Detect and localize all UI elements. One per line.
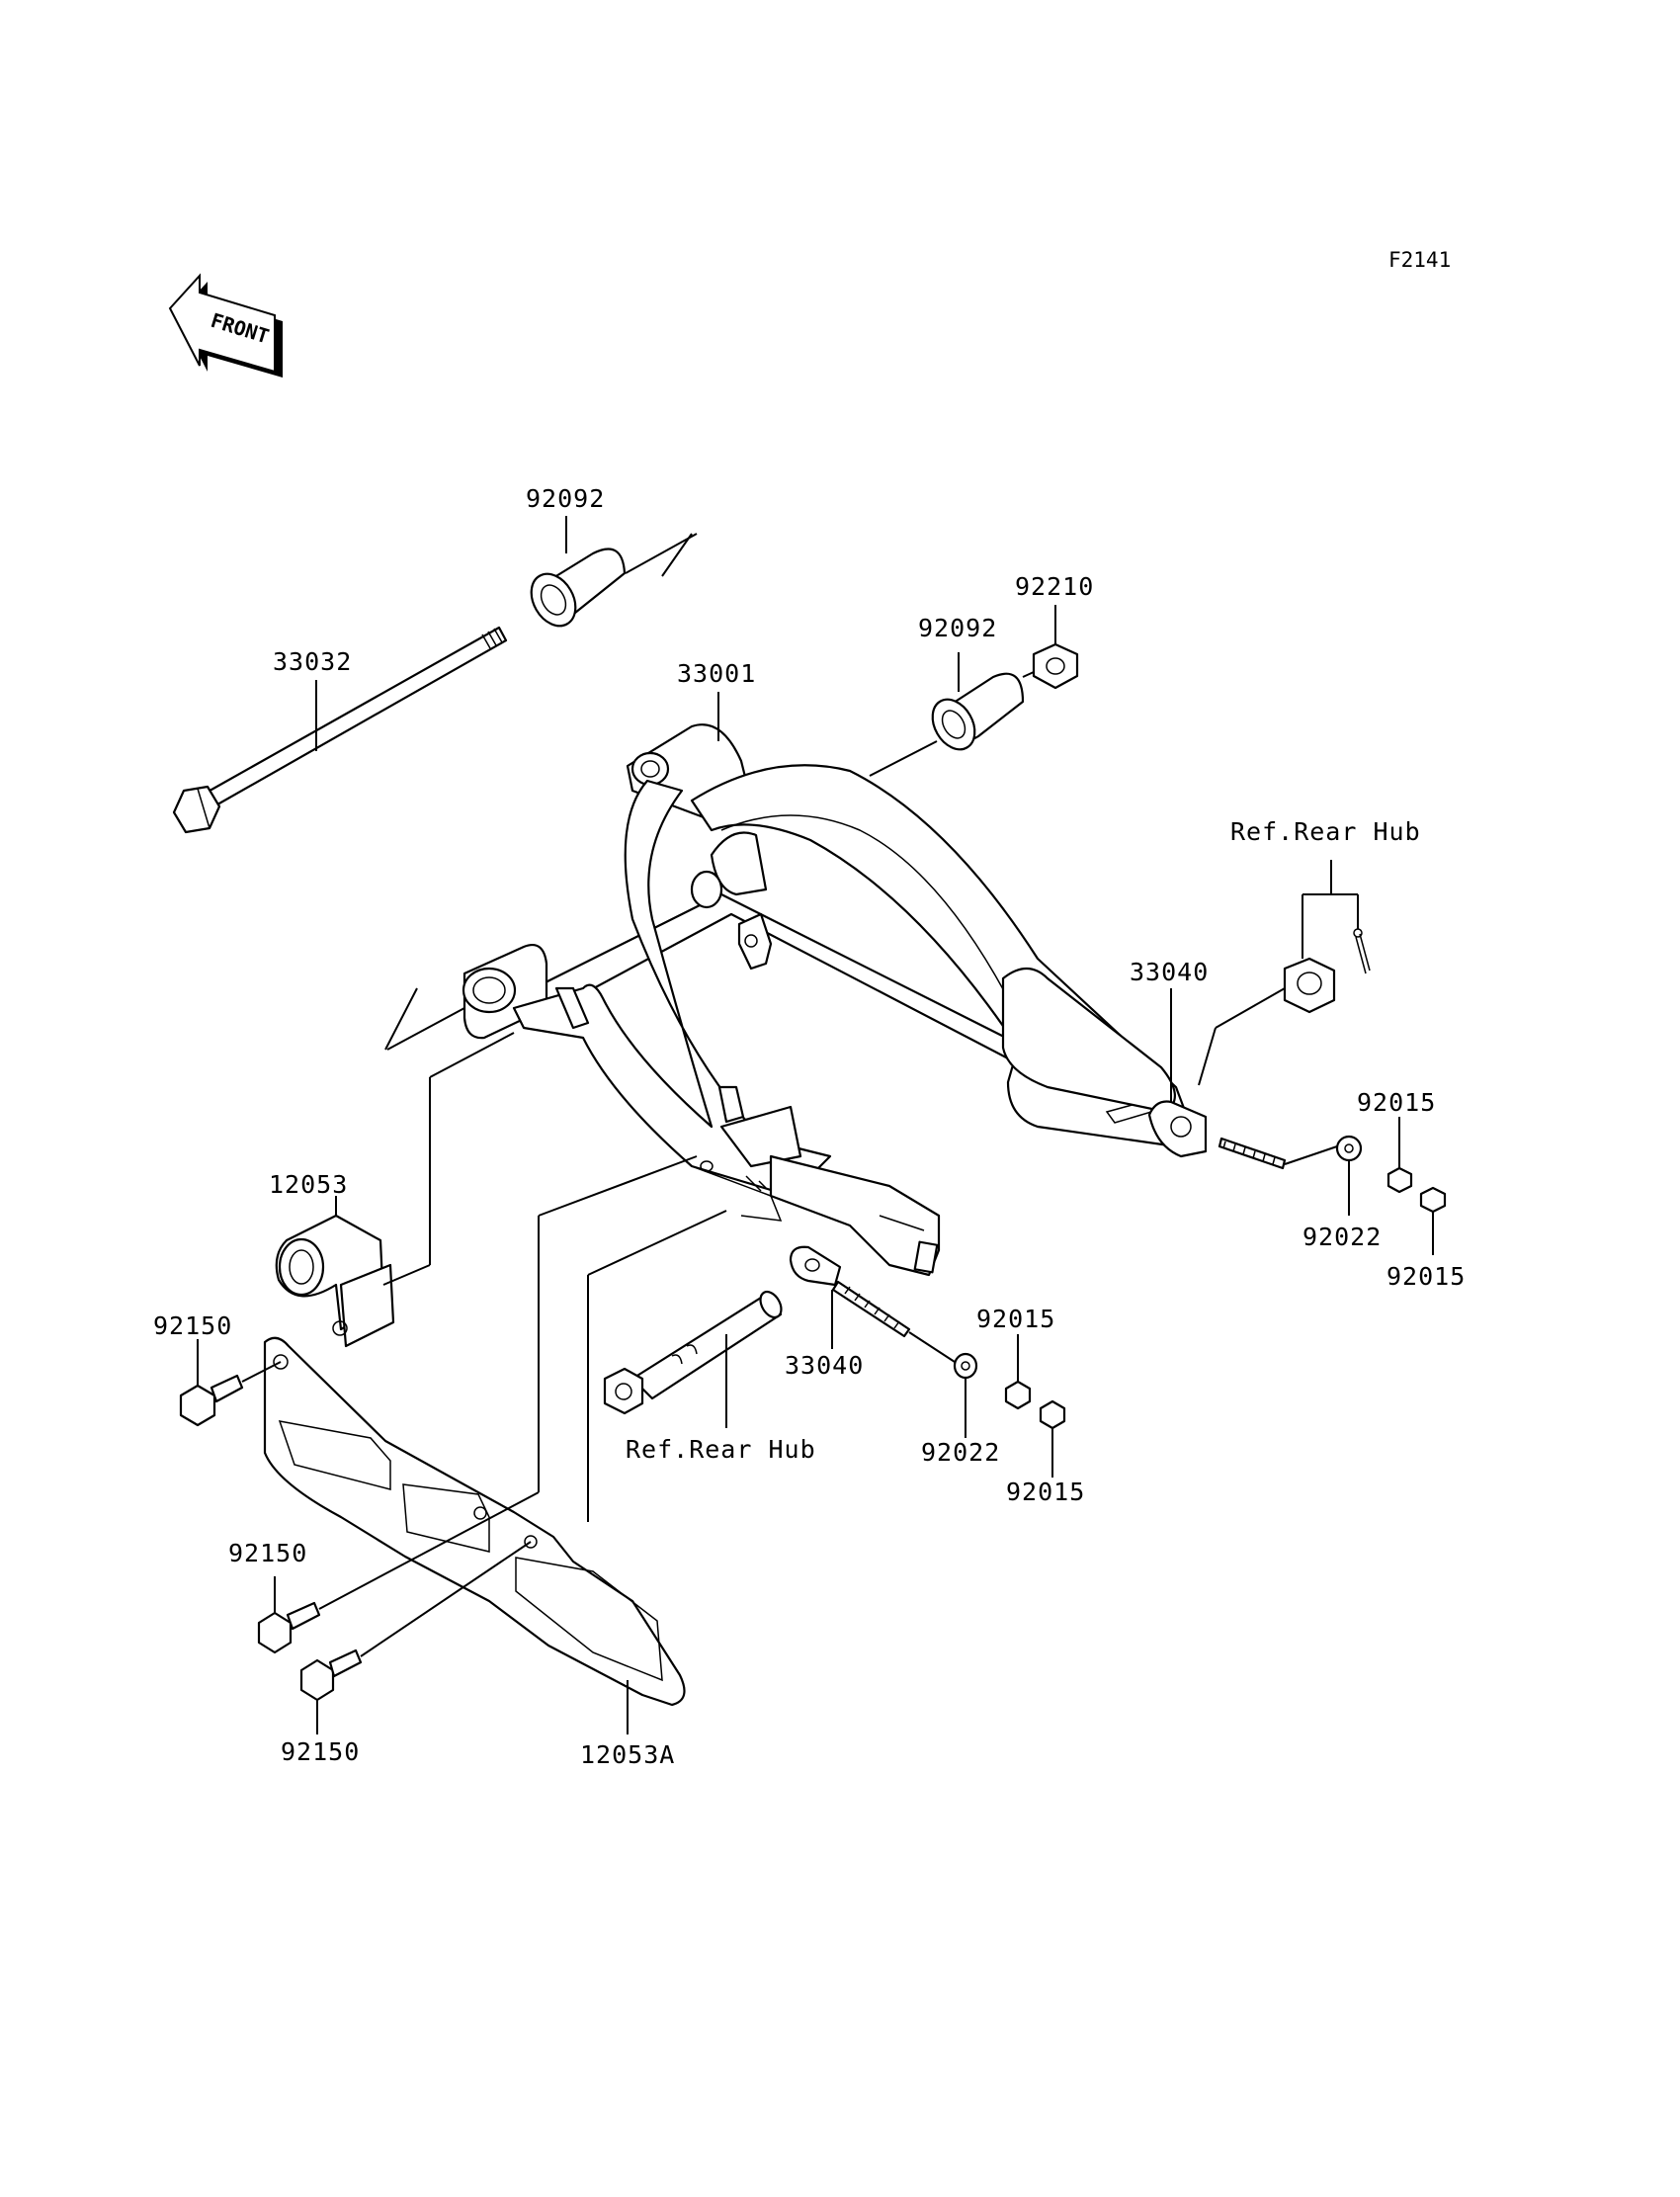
chain-adjuster-33040-mid bbox=[789, 1245, 911, 1338]
chain-guard-12053A bbox=[263, 1336, 686, 1707]
nut-92015-right-bottom-icon bbox=[1419, 1186, 1447, 1214]
nut-92015-mid-bottom-icon bbox=[1039, 1399, 1066, 1430]
label-12053A: 12053A bbox=[580, 1740, 675, 1769]
label-92022-mid: 92022 bbox=[921, 1438, 1000, 1467]
swingarm-33001 bbox=[462, 723, 1193, 1277]
part-labels: 92092 33032 92210 92092 33001 Ref.Rear H… bbox=[153, 484, 1466, 1769]
rear-axle-icon bbox=[603, 1290, 783, 1415]
chain-adjuster-33040-right bbox=[1147, 1100, 1287, 1170]
label-92015-mid-bottom: 92015 bbox=[1006, 1478, 1085, 1506]
swingarm-end-right bbox=[1001, 967, 1176, 1114]
label-92210: 92210 bbox=[1015, 572, 1094, 601]
label-ref-rear-hub-right: Ref.Rear Hub bbox=[1230, 817, 1421, 846]
label-ref-rear-hub-mid: Ref.Rear Hub bbox=[626, 1435, 816, 1464]
bushing-92092-top bbox=[530, 548, 627, 628]
label-92150-mid: 92150 bbox=[228, 1539, 307, 1567]
label-12053: 12053 bbox=[269, 1170, 348, 1199]
label-92015-right-bottom: 92015 bbox=[1386, 1262, 1466, 1291]
label-92015-right-top: 92015 bbox=[1357, 1088, 1436, 1117]
front-arrow-icon: FRONT bbox=[168, 273, 283, 378]
bolt-92150-bottom-icon bbox=[299, 1648, 363, 1702]
nut-92210-icon bbox=[1032, 642, 1079, 690]
washer-92022-mid-icon bbox=[953, 1352, 978, 1380]
label-33032: 33032 bbox=[273, 647, 352, 676]
cotter-pin-icon bbox=[1353, 928, 1371, 974]
bolt-92150-mid-icon bbox=[257, 1601, 321, 1654]
pivot-shaft-33032 bbox=[172, 626, 508, 834]
axle-nut-right-icon bbox=[1283, 957, 1336, 1014]
nut-92015-mid-icon bbox=[1004, 1380, 1032, 1410]
nut-92015-right-top-icon bbox=[1386, 1166, 1413, 1194]
label-92150-bottom: 92150 bbox=[281, 1737, 360, 1766]
label-33001: 33001 bbox=[677, 659, 756, 688]
bolt-92150-top-icon bbox=[179, 1374, 244, 1427]
label-33040-mid: 33040 bbox=[785, 1351, 864, 1380]
label-92150-top: 92150 bbox=[153, 1311, 232, 1340]
figure-code: F2141 bbox=[1388, 248, 1451, 272]
label-92092-top: 92092 bbox=[526, 484, 605, 513]
label-92022-right: 92022 bbox=[1302, 1223, 1382, 1251]
washer-92022-right-icon bbox=[1335, 1135, 1363, 1162]
chain-guide-12053 bbox=[275, 1214, 395, 1348]
bushing-92092-mid bbox=[931, 672, 1025, 751]
label-33040-right: 33040 bbox=[1130, 958, 1209, 986]
label-92015-mid: 92015 bbox=[976, 1305, 1055, 1333]
label-92092-mid: 92092 bbox=[918, 614, 997, 642]
leader-lines bbox=[197, 516, 1434, 1734]
